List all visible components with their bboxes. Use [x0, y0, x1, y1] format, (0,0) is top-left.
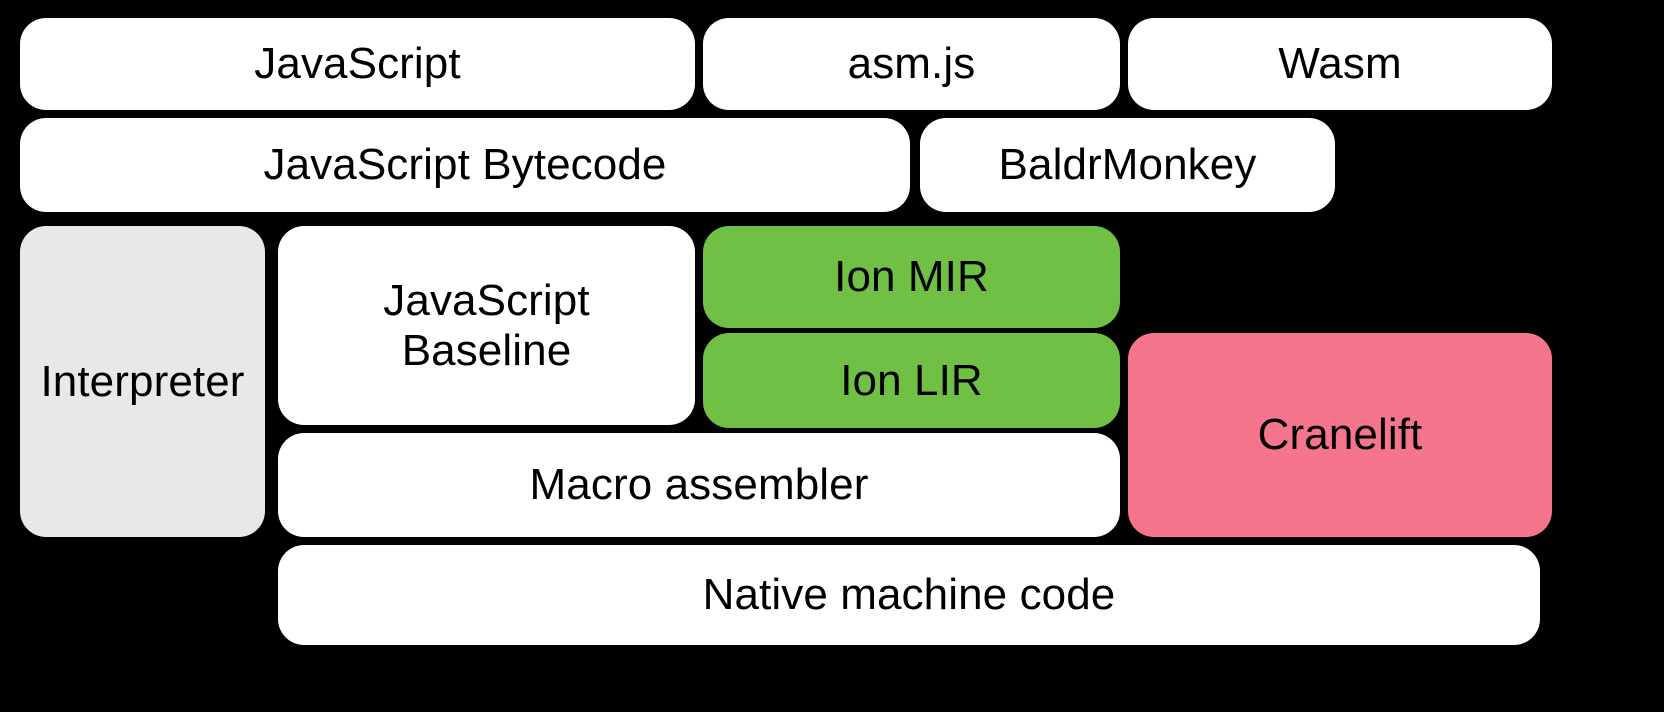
node-javascript-bytecode[interactable]: JavaScript Bytecode: [20, 118, 910, 212]
node-macro-assembler[interactable]: Macro assembler: [278, 433, 1120, 537]
node-ion-lir[interactable]: Ion LIR: [703, 333, 1120, 428]
node-cranelift[interactable]: Cranelift: [1128, 333, 1552, 537]
node-javascript[interactable]: JavaScript: [20, 18, 695, 110]
node-asmjs[interactable]: asm.js: [703, 18, 1120, 110]
node-javascript-baseline[interactable]: JavaScript Baseline: [278, 226, 695, 425]
node-ion-mir[interactable]: Ion MIR: [703, 226, 1120, 328]
node-native-machine-code[interactable]: Native machine code: [278, 545, 1540, 645]
node-wasm[interactable]: Wasm: [1128, 18, 1552, 110]
node-interpreter[interactable]: Interpreter: [20, 226, 265, 537]
node-baldrmonkey[interactable]: BaldrMonkey: [920, 118, 1335, 212]
